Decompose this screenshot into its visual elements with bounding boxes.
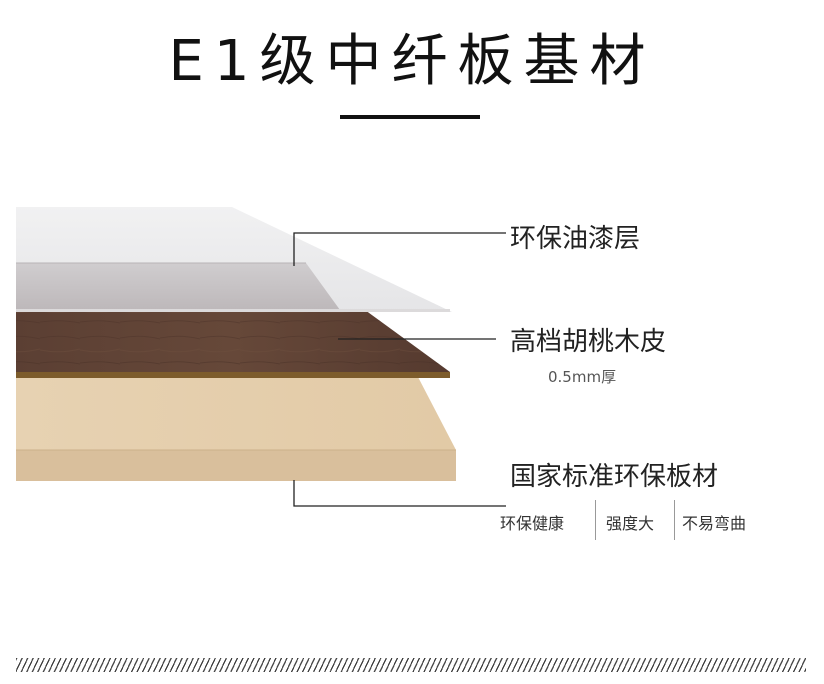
paint-front-tint bbox=[16, 263, 340, 310]
page-title: E1级中纤板基材 bbox=[168, 29, 656, 94]
feature-eco-health: 环保健康 bbox=[500, 514, 565, 533]
feature-divider bbox=[674, 500, 675, 540]
paint-bottom-edge bbox=[16, 309, 450, 312]
board-top-surface bbox=[16, 377, 456, 450]
feature-strength: 强度大 bbox=[606, 514, 655, 533]
feature-no-bend: 不易弯曲 bbox=[682, 514, 747, 533]
veneer-front-edge bbox=[16, 372, 450, 378]
feature-divider bbox=[595, 500, 596, 540]
board-layer-label: 国家标准环保板材 bbox=[510, 462, 719, 492]
hatch-divider bbox=[16, 658, 806, 672]
title-underline bbox=[340, 115, 480, 119]
leader-line-paint bbox=[293, 232, 506, 266]
veneer-thickness-label: 0.5mm厚 bbox=[548, 368, 617, 386]
veneer-grain bbox=[16, 310, 450, 372]
veneer-layer-label: 高档胡桃木皮 bbox=[510, 327, 667, 357]
board-front-edge bbox=[16, 450, 456, 481]
paint-layer-label: 环保油漆层 bbox=[510, 224, 641, 254]
leader-line-board bbox=[293, 480, 506, 507]
